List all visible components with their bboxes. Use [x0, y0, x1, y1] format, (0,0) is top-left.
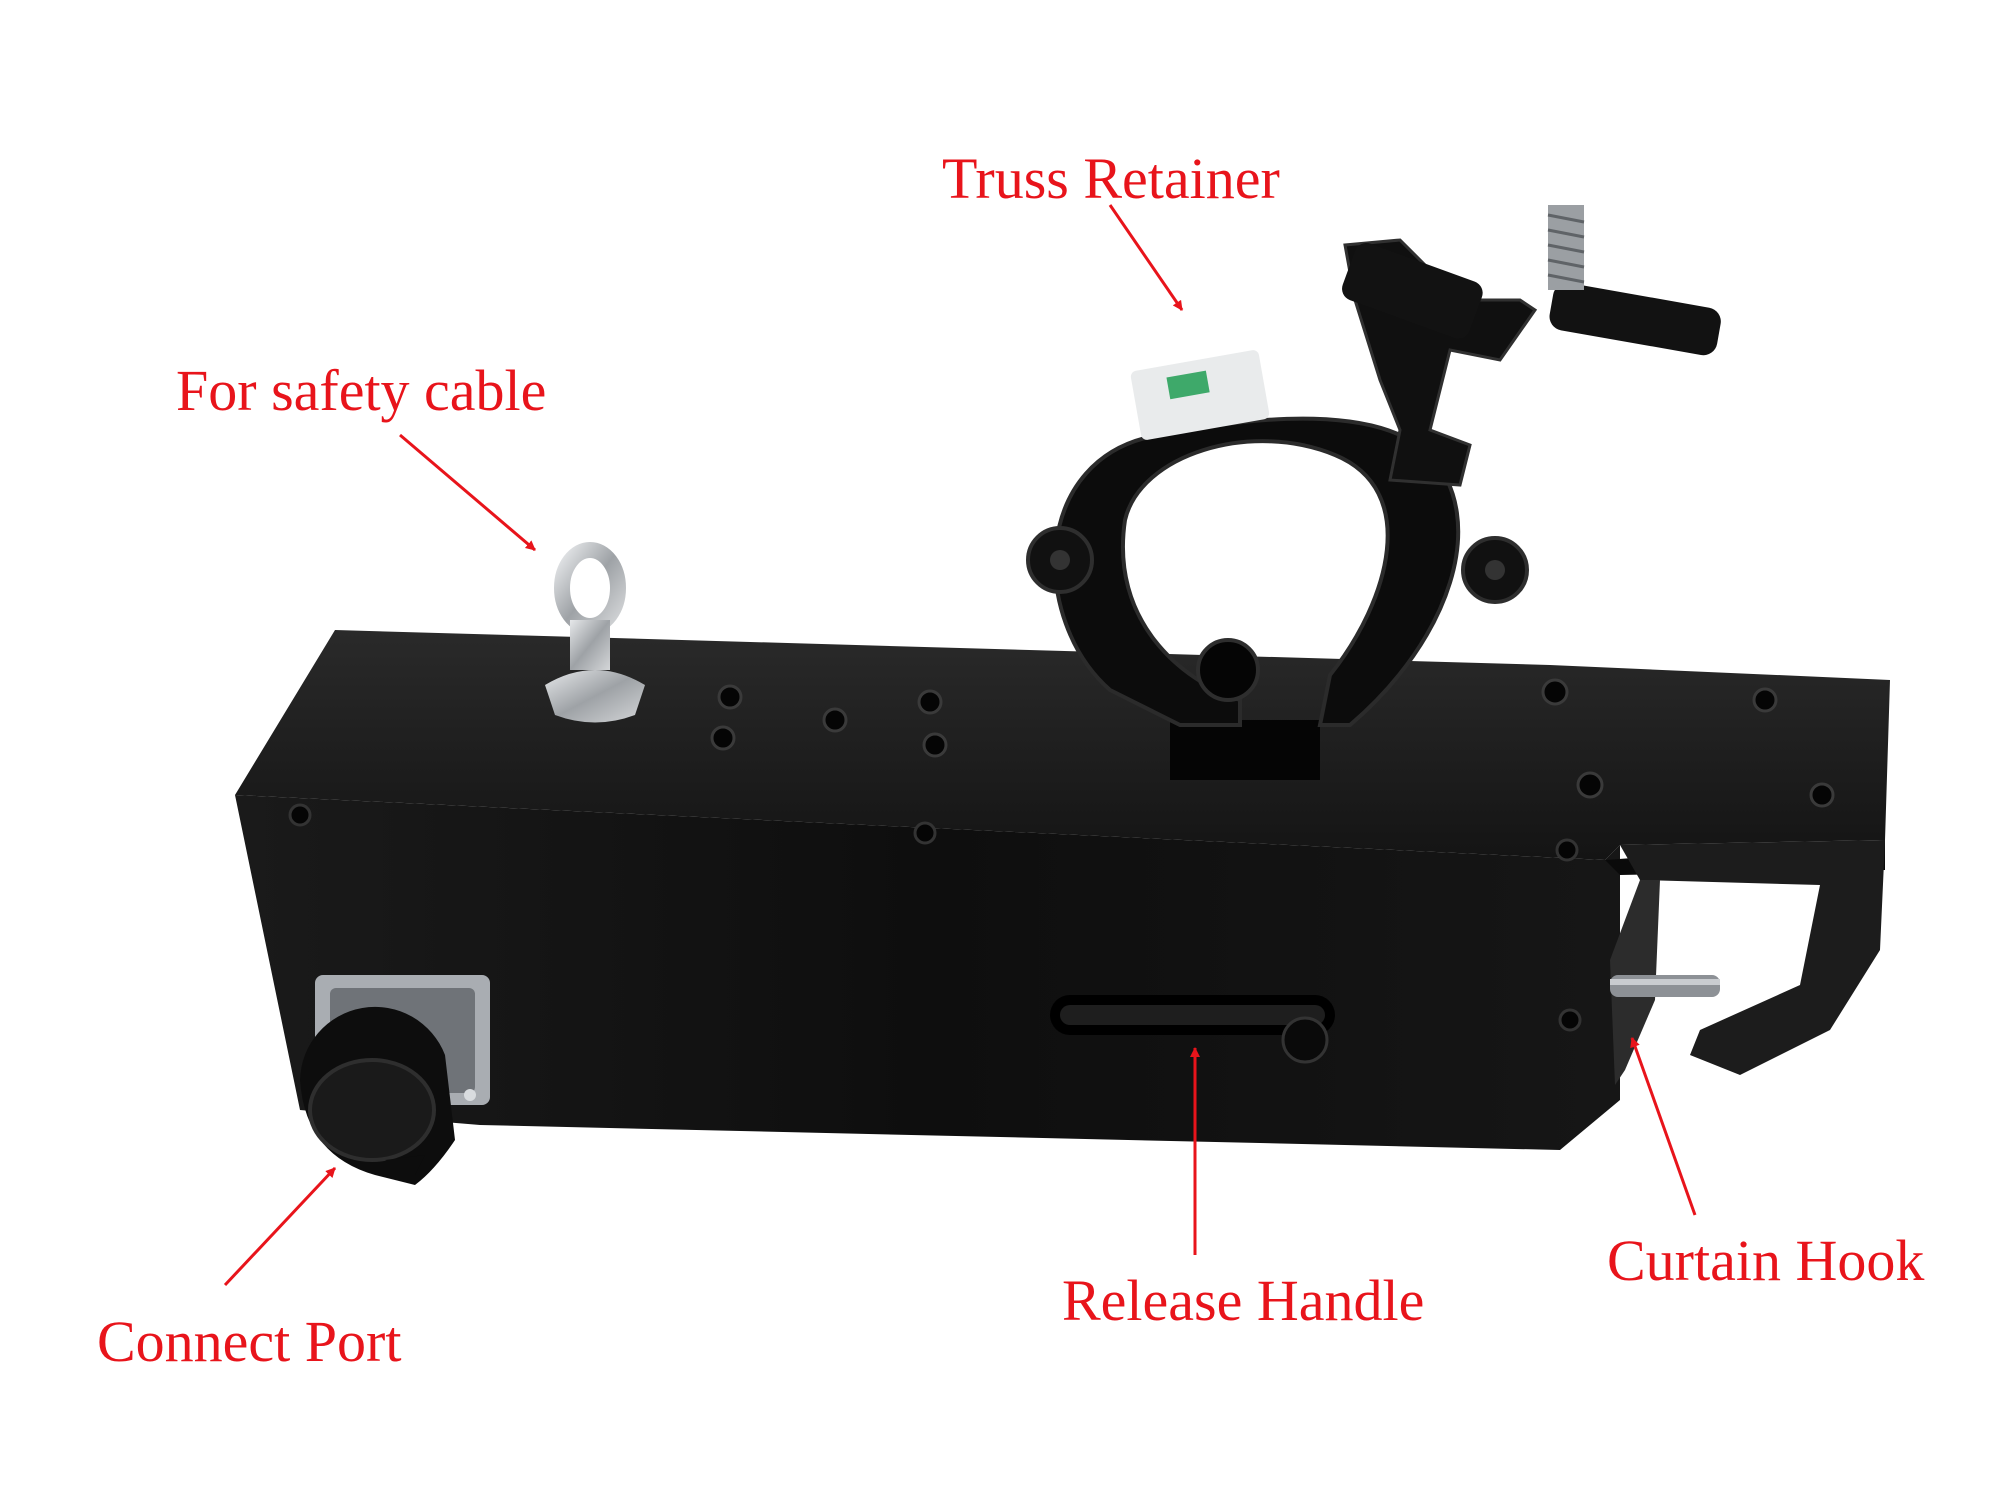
- safety-cable-label: For safety cable: [176, 358, 547, 423]
- truss-retainer-clamp: [1026, 205, 1721, 780]
- eye-bolt: [545, 542, 645, 723]
- arrow-safety-cable: [399, 433, 536, 552]
- front-screws: [288, 803, 1582, 1032]
- housing-top-face: [235, 630, 1890, 860]
- connect-port: [300, 975, 490, 1185]
- release-handle-slot: [1050, 995, 1335, 1064]
- curtain-hook-label: Curtain Hook: [1607, 1228, 1925, 1293]
- top-screws: [710, 678, 1835, 808]
- curtain-hook-bracket: [1610, 840, 1885, 1085]
- arrow-truss-retainer: [1108, 204, 1184, 311]
- release-handle-label: Release Handle: [1062, 1268, 1425, 1333]
- connect-port-label: Connect Port: [97, 1309, 402, 1374]
- arrow-curtain-hook: [1630, 1037, 1697, 1216]
- arrow-connect-port: [223, 1166, 337, 1287]
- annotation-arrows: [223, 204, 1697, 1287]
- truss-retainer-label: Truss Retainer: [942, 146, 1280, 211]
